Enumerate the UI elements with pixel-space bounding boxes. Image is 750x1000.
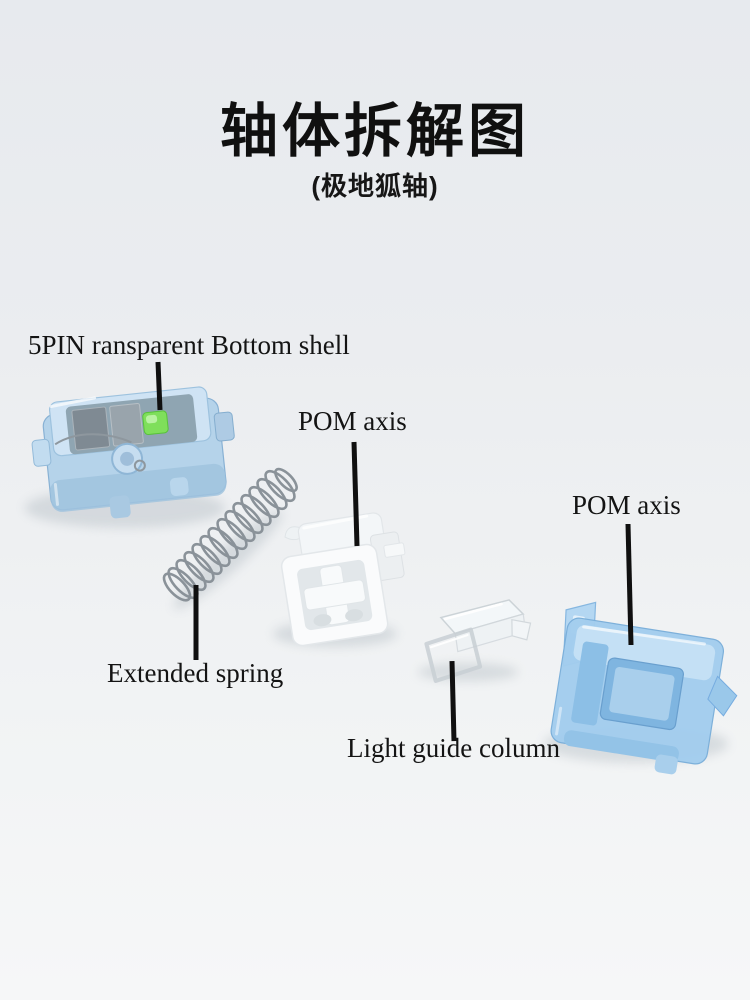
leader-line-pom-axis-top bbox=[351, 441, 360, 547]
bottom-shell-photo bbox=[31, 386, 235, 519]
page-subtitle: (极地狐轴) bbox=[311, 171, 439, 201]
leader-line-bottom-shell bbox=[155, 361, 163, 411]
extended-spring-photo bbox=[162, 467, 298, 602]
leader-lines bbox=[155, 361, 634, 742]
pom-stem-photo bbox=[280, 512, 406, 647]
page-title: 轴体拆解图 bbox=[219, 99, 530, 164]
top-housing-photo bbox=[550, 601, 738, 775]
light-guide-label: Light guide column bbox=[347, 733, 560, 763]
bottom-shell-label: 5PIN ransparent Bottom shell bbox=[28, 330, 350, 360]
pom-axis-right-label: POM axis bbox=[572, 490, 681, 520]
extended-spring-label: Extended spring bbox=[107, 658, 284, 688]
light-guide-column-photo bbox=[424, 599, 532, 683]
leader-line-pom-axis-right bbox=[625, 523, 634, 646]
leader-line-light-guide bbox=[449, 660, 457, 742]
pom-axis-top-label: POM axis bbox=[298, 406, 407, 436]
